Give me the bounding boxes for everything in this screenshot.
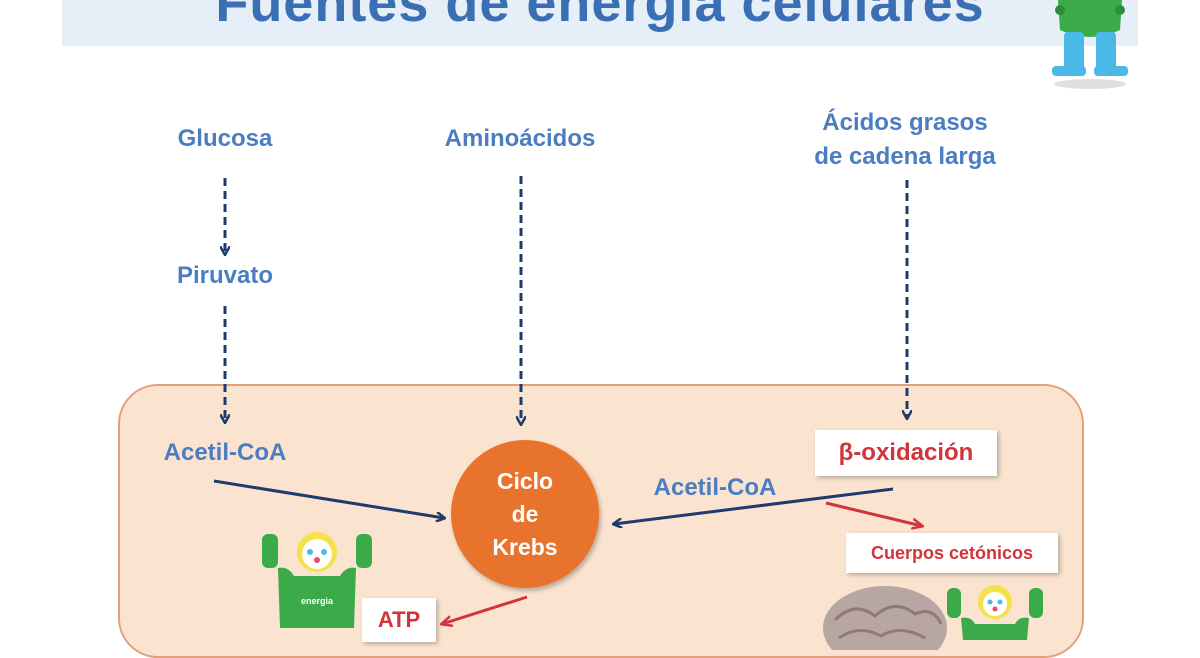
arrow-beta-ketone xyxy=(825,501,922,526)
mascot-left: energia xyxy=(262,532,372,628)
label-pyruvate: Piruvato xyxy=(176,262,274,289)
label-glucose: Glucosa xyxy=(177,125,273,152)
krebs-line1: Ciclo xyxy=(496,467,554,494)
krebs-line3: Krebs xyxy=(492,533,558,560)
label-fatty-acids-line2: de cadena larga xyxy=(814,143,996,170)
brain-icon xyxy=(823,586,947,650)
mascot-right xyxy=(947,585,1043,640)
arrow-krebs-atp xyxy=(442,595,528,624)
label-fatty-acids-line1: Ácidos grasos xyxy=(822,109,988,136)
label-acetyl-coa-right: Acetil-CoA xyxy=(653,474,777,501)
label-amino-acids: Aminoácidos xyxy=(444,125,596,152)
ketone-bodies-box: Cuerpos cetónicos xyxy=(846,533,1058,573)
krebs-line2: de xyxy=(511,500,539,527)
mascot-top-right xyxy=(1052,0,1128,89)
krebs-cycle-node: Ciclo de Krebs xyxy=(451,440,599,588)
ketone-bodies-label: Cuerpos cetónicos xyxy=(870,543,1034,563)
title-banner: Fuentes de energía celulares xyxy=(62,0,1138,46)
page-title: Fuentes de energía celulares xyxy=(215,0,985,33)
arrow-beta-krebs xyxy=(614,487,894,524)
label-acetyl-coa-left: Acetil-CoA xyxy=(163,439,287,466)
beta-oxidation-box: β-oxidación xyxy=(815,430,997,476)
mascot-left-label: energia xyxy=(301,596,334,606)
arrow-acetyl-left-krebs xyxy=(213,479,444,518)
beta-oxidation-label: β-oxidación xyxy=(838,439,974,466)
pathway-arrows xyxy=(213,176,1200,628)
